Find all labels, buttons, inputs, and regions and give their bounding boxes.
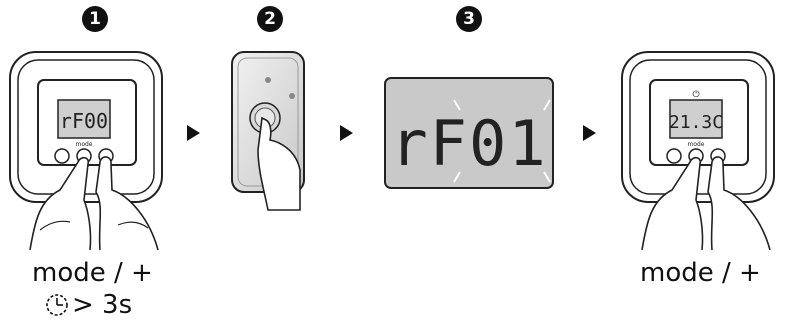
step-number-2: 2 — [257, 6, 283, 32]
clock-icon — [46, 294, 68, 316]
minus-button — [54, 148, 70, 164]
pressing-finger — [257, 116, 301, 211]
lcd-text-3: rF01 — [390, 107, 547, 180]
arrow-3-icon — [583, 125, 596, 141]
right-hand-4 — [707, 156, 771, 251]
caption-step-1: mode / + — [32, 258, 153, 288]
blink-marks — [453, 99, 551, 183]
left-hand-4 — [641, 156, 704, 251]
step-3-lcd: rF01 — [384, 77, 554, 189]
lcd-text-1: rF00 — [60, 109, 108, 133]
step-number-1: 1 — [82, 6, 108, 32]
lcd-text-4: 21.3C — [669, 112, 723, 133]
caption-step-4: mode / + — [640, 258, 761, 288]
step-1-thermostat: rF00 mode — [9, 51, 163, 251]
mode-label-4: mode — [687, 141, 704, 148]
step-4-thermostat: 21.3C ⏻ mode — [621, 51, 775, 251]
lcd-screen-1 — [57, 99, 111, 139]
arrow-1-icon — [187, 125, 200, 141]
caption-step-1-duration: > 3s — [44, 290, 132, 320]
step-2-remote — [231, 51, 305, 211]
arrow-2-icon — [340, 125, 353, 141]
right-hand — [95, 156, 159, 251]
mode-label-1: mode — [75, 141, 92, 148]
lcd-screen-4 — [669, 99, 723, 139]
power-icon: ⏻ — [692, 89, 699, 100]
duration-text: > 3s — [72, 290, 133, 320]
step-number-3: 3 — [456, 6, 482, 32]
